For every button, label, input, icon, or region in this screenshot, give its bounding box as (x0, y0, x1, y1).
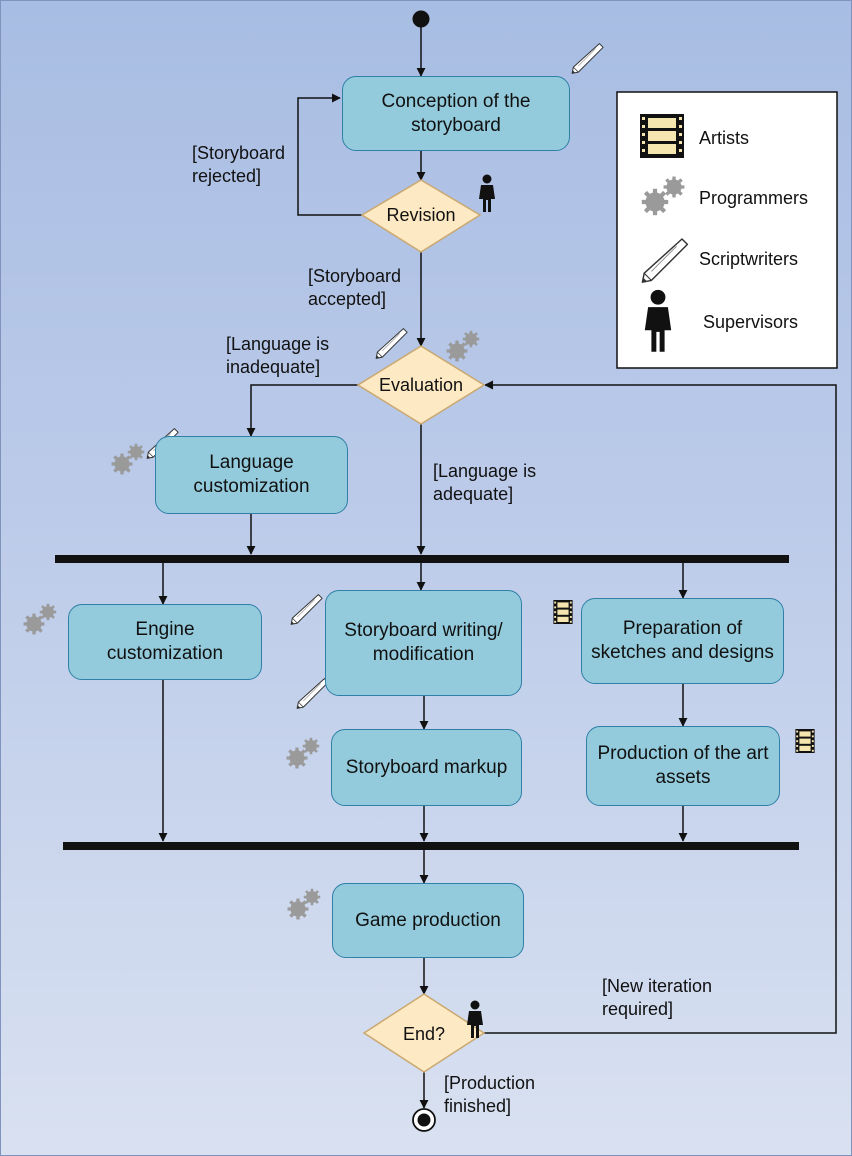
decision-evaluation-label: Evaluation (379, 375, 463, 395)
activity-language-customization[interactable]: Language customization (155, 436, 348, 514)
decision-evaluation: Evaluation (356, 345, 486, 425)
scriptwriter-pencil-icon (296, 678, 329, 709)
join-bar (63, 842, 799, 850)
guard-production-finished: [Production finished] (444, 1073, 536, 1116)
guard-storyboard-rejected: [Storyboard rejected] (192, 143, 286, 186)
activity-game-production[interactable]: Game production (332, 883, 524, 958)
legend-supervisors-label: Supervisors (703, 312, 799, 332)
artist-film-icon (795, 729, 815, 753)
scriptwriter-pencil-icon (290, 594, 323, 625)
decision-end: End? (362, 993, 486, 1073)
guard-new-iteration: [New iteration required] (602, 976, 713, 1019)
artist-film-icon (553, 600, 573, 624)
final-node (412, 1108, 436, 1132)
programmer-gears-icon (444, 329, 481, 364)
activity-preparation-sketches[interactable]: Preparation of sketches and designs (581, 598, 784, 684)
activity-production-art[interactable]: Production of the art assets (586, 726, 780, 806)
decision-revision: Revision (360, 179, 482, 253)
guard-storyboard-accepted: [Storyboard accepted] (308, 266, 402, 309)
programmer-gears-icon (285, 887, 322, 922)
scriptwriter-pencil-icon (375, 328, 408, 359)
activity-conception[interactable]: Conception of the storyboard (342, 76, 570, 151)
programmer-gears-icon (109, 442, 146, 477)
activity-storyboard-markup[interactable]: Storyboard markup (331, 729, 522, 806)
legend-artists-label: Artists (699, 128, 750, 148)
supervisor-person-icon (479, 174, 495, 212)
programmer-gears-icon (21, 602, 58, 637)
programmer-gears-icon (284, 736, 321, 771)
fork-bar (55, 555, 789, 563)
activity-engine-customization[interactable]: Engine customization (68, 604, 262, 680)
initial-node (412, 10, 430, 28)
decision-end-label: End? (403, 1024, 445, 1044)
scriptwriter-pencil-icon (571, 43, 604, 74)
legend-programmers-label: Programmers (699, 188, 809, 208)
guard-language-inadequate: [Language is inadequate] (226, 334, 330, 377)
decision-revision-label: Revision (386, 205, 455, 225)
guard-language-adequate: [Language is adequate] (433, 461, 537, 504)
legend-film-icon (640, 114, 684, 158)
legend-scriptwriters-label: Scriptwriters (699, 249, 799, 269)
activity-storyboard-writing[interactable]: Storyboard writing/ modification (325, 590, 522, 696)
